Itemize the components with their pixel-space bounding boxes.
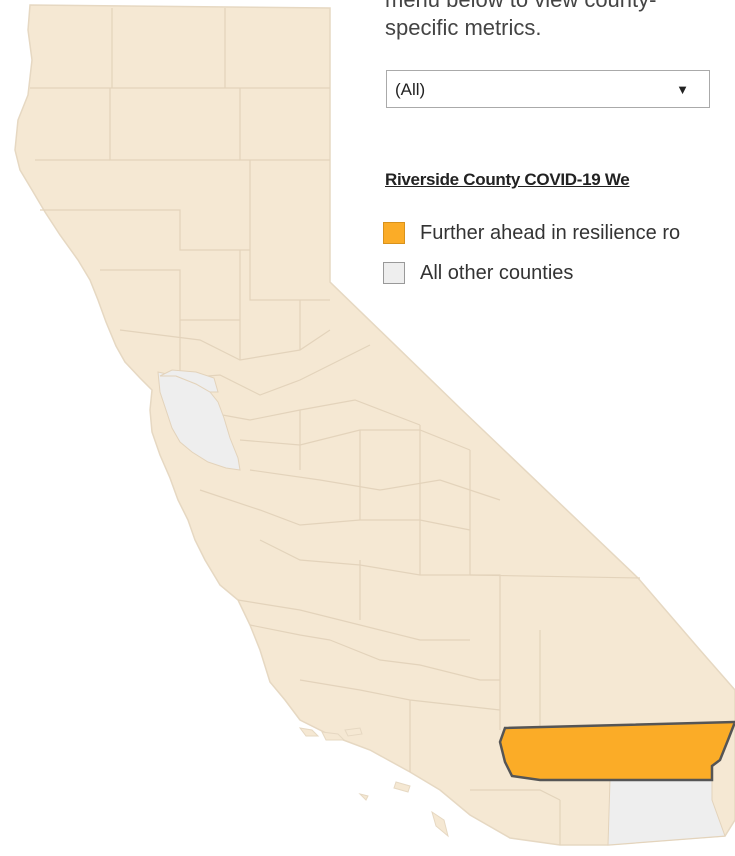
channel-islands	[298, 727, 449, 838]
intro-line-1: menu below to view county-	[385, 0, 725, 14]
county-dropdown[interactable]: (All) ▼	[386, 70, 710, 108]
intro-text: menu below to view county- specific metr…	[385, 0, 725, 42]
legend-swatch-gray	[383, 262, 405, 284]
chevron-down-icon: ▼	[676, 82, 689, 97]
legend-label-other: All other counties	[420, 262, 574, 284]
county-bay-area-north[interactable]	[159, 369, 219, 393]
california-outline	[14, 4, 735, 846]
legend-swatch-orange	[383, 222, 405, 244]
county-imperial[interactable]	[607, 779, 726, 846]
legend-label-ahead: Further ahead in resilience ro	[420, 222, 681, 244]
county-riverside[interactable]	[498, 720, 735, 782]
county-dropdown-value: (All)	[395, 80, 426, 99]
intro-line-2: specific metrics.	[385, 15, 542, 40]
county-boundaries	[30, 8, 641, 845]
legend-title: Riverside County COVID-19 We	[385, 170, 630, 189]
